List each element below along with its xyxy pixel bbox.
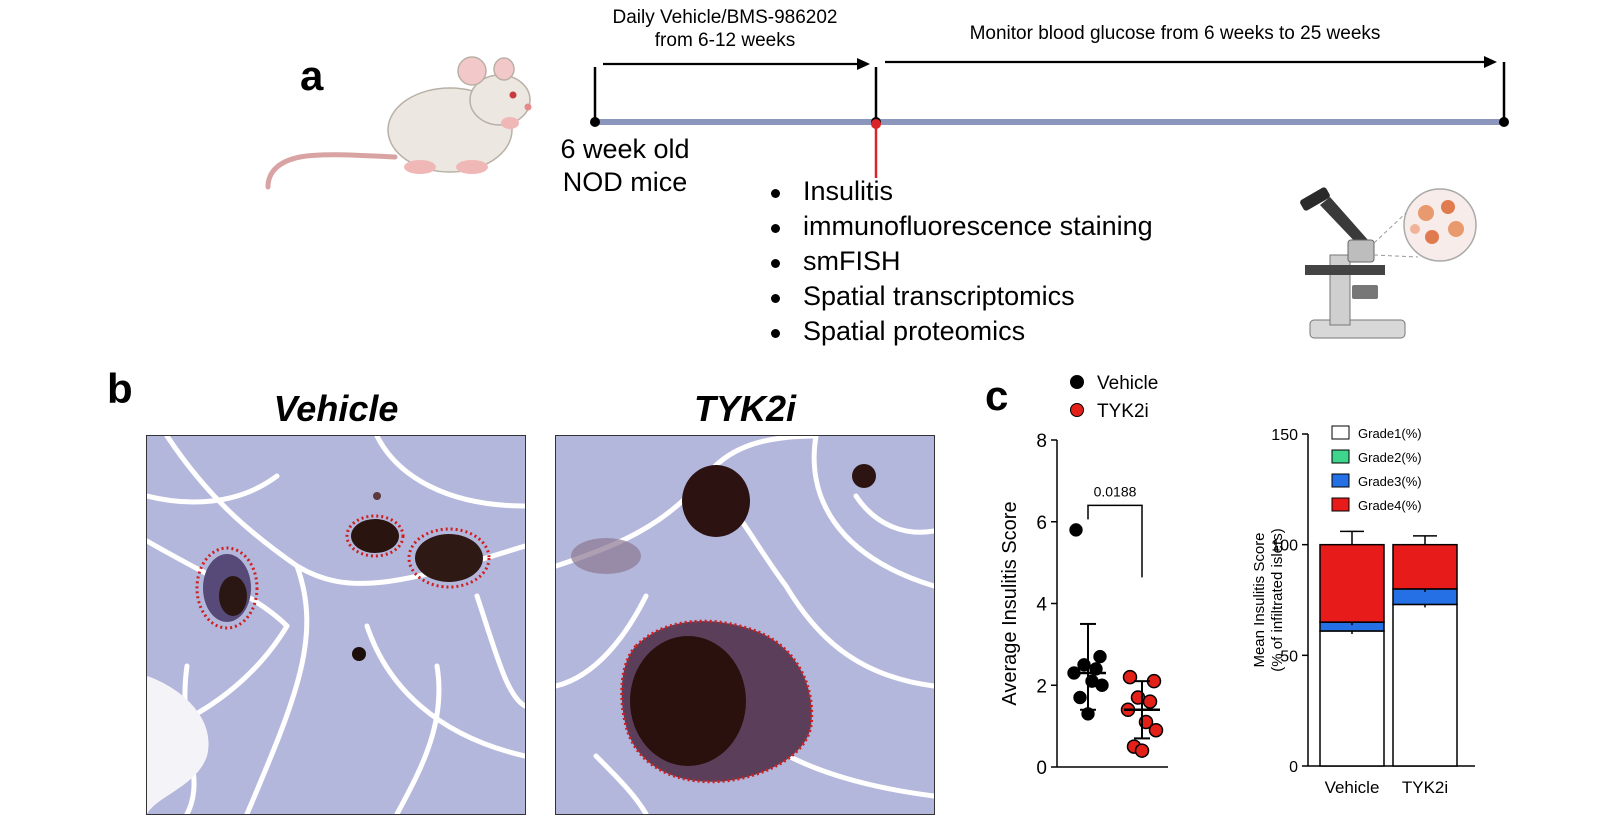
analysis-list: Insulitis immunofluorescence staining sm… xyxy=(765,174,1153,349)
y-tick-label: 0 xyxy=(1036,758,1047,779)
data-point xyxy=(1069,523,1083,537)
analysis-item: Spatial transcriptomics xyxy=(765,279,1153,314)
x-tick-label: TYK2i xyxy=(1402,778,1448,797)
analysis-item: Insulitis xyxy=(765,174,1153,209)
treatment-note: Daily Vehicle/BMS-986202 from 6-12 weeks xyxy=(560,6,890,52)
monitor-note: Monitor blood glucose from 6 weeks to 25… xyxy=(969,23,1381,44)
bar-segment xyxy=(1319,543,1385,623)
legend-label: Grade4(%) xyxy=(1358,498,1422,513)
tyk2i-title: TYK2i xyxy=(693,388,797,429)
legend-label: Vehicle xyxy=(1097,373,1158,394)
analysis-item: immunofluorescence staining xyxy=(765,209,1153,244)
y-tick-label: 0 xyxy=(1289,759,1298,776)
legend-swatch xyxy=(1331,473,1350,488)
vehicle-micrograph xyxy=(146,435,526,815)
y-tick-label: 2 xyxy=(1036,676,1047,697)
y-tick-label: 100 xyxy=(1271,538,1298,555)
timeline-dot-start xyxy=(590,117,600,127)
bar-segment xyxy=(1392,543,1458,590)
panel-label-a: a xyxy=(300,52,324,99)
legend-label: TYK2i xyxy=(1097,401,1149,422)
y-tick-label: 4 xyxy=(1036,595,1047,616)
treatment-note-line1: Daily Vehicle/BMS-986202 xyxy=(612,7,838,28)
legend-label: Grade1(%) xyxy=(1358,426,1422,441)
y-tick-label: 50 xyxy=(1280,648,1298,665)
data-point xyxy=(1073,690,1087,705)
bar-segment xyxy=(1319,630,1385,767)
data-point xyxy=(1142,694,1158,709)
y-tick-label: 150 xyxy=(1271,427,1298,444)
data-point xyxy=(1095,678,1109,692)
y-tick-label: 6 xyxy=(1036,513,1047,534)
timeline-dot-end xyxy=(1499,117,1509,127)
mouse-illustration xyxy=(265,56,532,190)
legend-swatch xyxy=(1331,425,1350,440)
tyk2i-micrograph xyxy=(555,435,935,815)
vehicle-title: Vehicle xyxy=(273,388,399,429)
p-value-label: 0.0188 xyxy=(1094,483,1137,499)
mice-label-line1: 6 week old xyxy=(560,134,690,164)
data-point xyxy=(1148,722,1164,738)
legend-label: Grade3(%) xyxy=(1358,474,1422,489)
bar-segment xyxy=(1392,603,1458,767)
x-tick-label: Vehicle xyxy=(1325,778,1380,797)
analysis-item: Spatial proteomics xyxy=(765,314,1153,349)
mice-label-line2: NOD mice xyxy=(562,167,688,197)
legend-marker xyxy=(1070,375,1084,389)
panel-label-b: b xyxy=(107,365,133,412)
data-point xyxy=(1122,669,1138,685)
panel-label-c: c xyxy=(985,372,1009,419)
mice-label: 6 week old NOD mice xyxy=(540,133,710,199)
legend-swatch xyxy=(1331,497,1350,512)
legend-swatch xyxy=(1331,449,1350,464)
data-point xyxy=(1093,649,1107,664)
y-axis-label-line1: Mean Insulitis Score xyxy=(1251,532,1268,667)
legend-label: Grade2(%) xyxy=(1358,450,1422,465)
analysis-item: smFISH xyxy=(765,244,1153,279)
y-axis-label-line2: (% of infiltrated islets) xyxy=(1269,528,1286,671)
data-point xyxy=(1134,743,1150,758)
significance-bracket xyxy=(1087,504,1143,578)
legend-marker xyxy=(1070,403,1084,417)
y-tick-label: 8 xyxy=(1036,431,1047,452)
microscope-illustration xyxy=(1300,187,1477,339)
y-axis-label: Average Insulitis Score xyxy=(1000,501,1021,705)
treatment-note-line2: from 6-12 weeks xyxy=(654,30,796,51)
